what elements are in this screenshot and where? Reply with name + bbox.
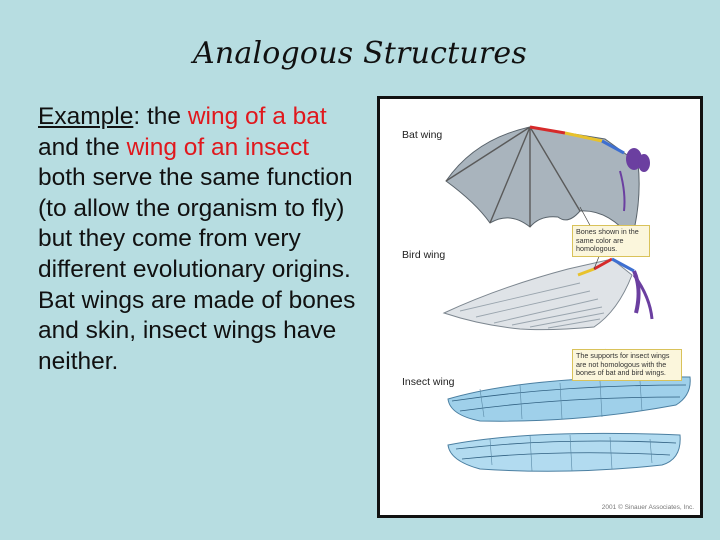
bat-wing-label: Bat wing bbox=[402, 129, 443, 141]
example-label: Example bbox=[38, 103, 134, 130]
wing-comparison-figure: Bat wing Bird wing Insect wing Bones sho… bbox=[377, 96, 703, 518]
bat-wing-illustration bbox=[445, 125, 650, 241]
insect-wing-illustration bbox=[447, 376, 691, 472]
highlight-bat-wing: wing of a bat bbox=[187, 103, 327, 130]
slide-body-text: Example: the wing of a bat and the wing … bbox=[38, 102, 363, 377]
bird-wing-illustration bbox=[442, 257, 654, 331]
copyright-notice: 2001 © Sinauer Associates, Inc. bbox=[601, 504, 694, 511]
insect-supports-callout: The supports for insect wings are not ho… bbox=[572, 349, 682, 381]
wing-illustrations bbox=[442, 125, 691, 472]
bird-wing-label: Bird wing bbox=[402, 249, 446, 261]
insect-wing-label: Insect wing bbox=[402, 376, 455, 388]
slide-title: Analogous Structures bbox=[193, 36, 527, 71]
body-text-part1: : the bbox=[133, 103, 188, 130]
body-text-part2: and the bbox=[38, 133, 127, 161]
homologous-callout: Bones shown in the same color are homolo… bbox=[572, 225, 650, 257]
body-text-part3: both serve the same function (to allow t… bbox=[38, 164, 356, 375]
highlight-insect-wing: wing of an insect bbox=[126, 133, 310, 161]
